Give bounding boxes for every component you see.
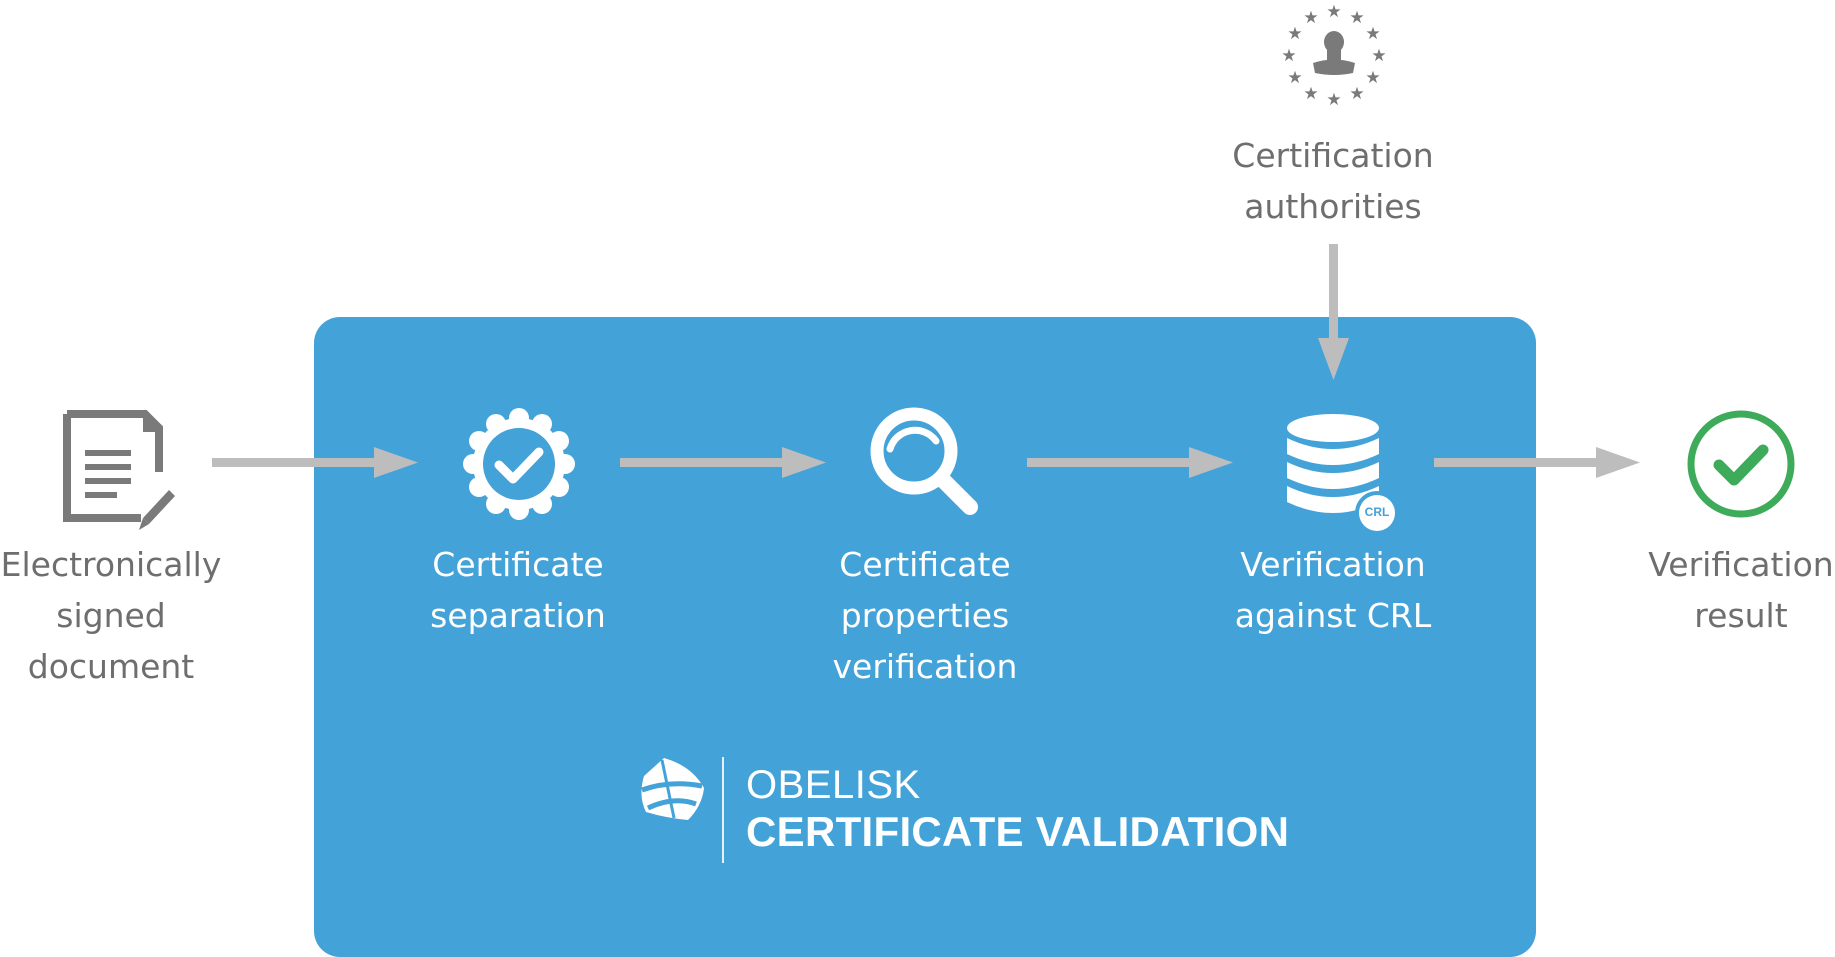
flow-arrows xyxy=(212,244,1640,478)
input-label: Electronically signed document xyxy=(0,545,222,686)
svg-text:★: ★ xyxy=(1371,46,1386,66)
svg-text:★: ★ xyxy=(1287,24,1302,44)
check-circle-icon xyxy=(1687,410,1795,518)
arrow-authority-to-step3 xyxy=(1329,244,1338,344)
arrow-head-5 xyxy=(1318,338,1349,380)
crl-badge-text: CRL xyxy=(1364,505,1390,519)
step3-label: Verification against CRL xyxy=(1234,545,1432,635)
arrow-input-to-step1 xyxy=(212,458,388,467)
svg-text:★: ★ xyxy=(1281,46,1296,66)
arrow-head-4 xyxy=(1596,447,1640,478)
obelisk-logo-icon xyxy=(641,758,704,820)
arrow-head-2 xyxy=(782,447,826,478)
svg-text:★: ★ xyxy=(1365,68,1380,88)
magnifier-icon xyxy=(870,407,978,515)
svg-text:★: ★ xyxy=(1326,2,1341,22)
arrow-head-3 xyxy=(1189,447,1233,478)
brand-product: CERTIFICATE VALIDATION xyxy=(746,808,1290,855)
output-label: Verification result xyxy=(1648,545,1834,635)
arrow-head-1 xyxy=(374,447,418,478)
svg-text:★: ★ xyxy=(1349,8,1364,28)
svg-text:★: ★ xyxy=(1287,68,1302,88)
eu-stamp-icon: ★★★ ★★★ ★★★ ★★★ xyxy=(1281,2,1386,110)
svg-text:★: ★ xyxy=(1349,84,1364,104)
authority-label: Certification authorities xyxy=(1232,136,1434,226)
svg-text:★: ★ xyxy=(1303,8,1318,28)
step2-label: Certificate properties verification xyxy=(832,545,1018,686)
brand-divider xyxy=(722,757,724,863)
badge-check-icon xyxy=(463,408,575,520)
brand-name: OBELISK xyxy=(746,763,921,807)
arrow-step1-to-step2 xyxy=(620,458,796,467)
arrow-step3-to-output xyxy=(1434,458,1610,467)
svg-text:★: ★ xyxy=(1303,84,1318,104)
signed-document-icon xyxy=(63,410,175,530)
step1-label: Certificate separation xyxy=(430,545,606,635)
arrow-step2-to-step3 xyxy=(1027,458,1203,467)
database-crl-icon xyxy=(1287,414,1399,535)
svg-text:★: ★ xyxy=(1365,24,1380,44)
svg-text:★: ★ xyxy=(1326,90,1341,110)
